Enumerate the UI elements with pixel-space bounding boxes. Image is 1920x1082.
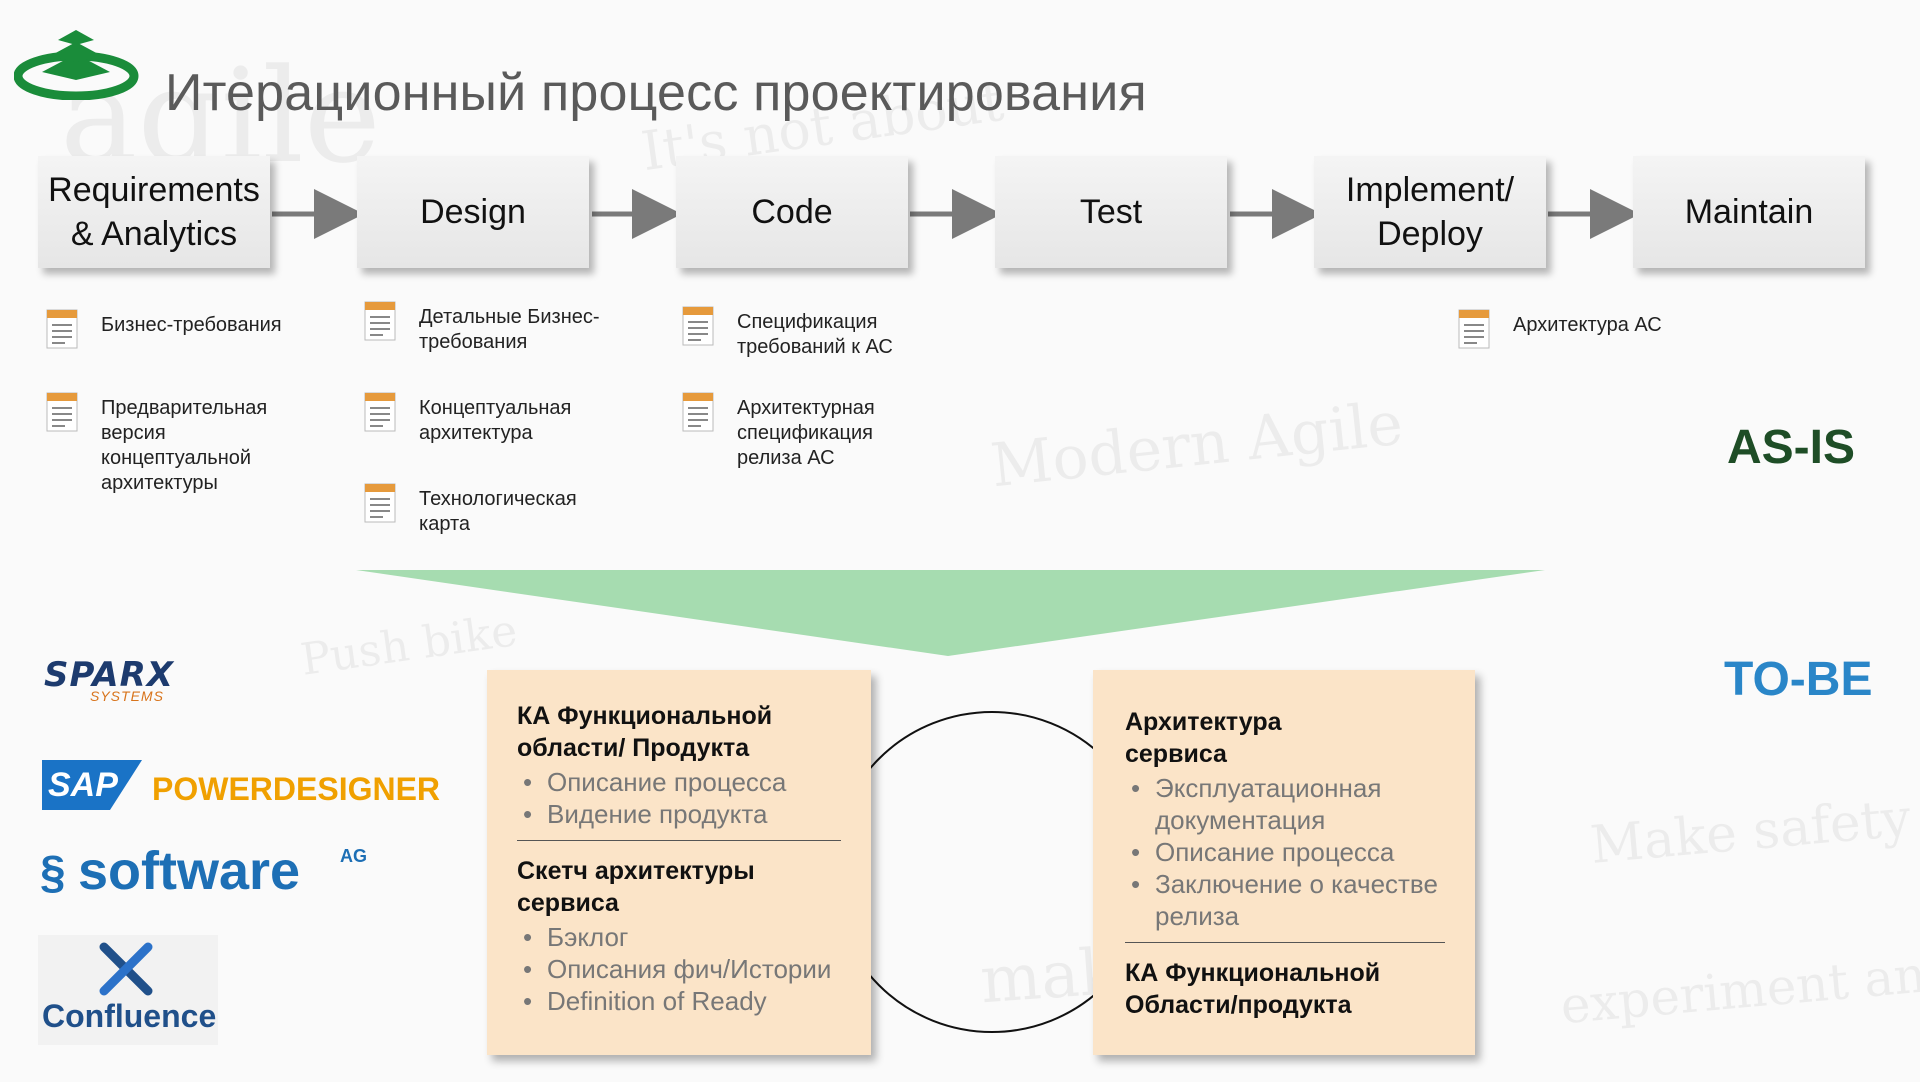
- document-icon: [1455, 307, 1493, 351]
- card-heading: КА Функциональной Области/продукта: [1125, 957, 1445, 1021]
- confluence-x-icon: [96, 939, 156, 999]
- stage-requirements: Requirements& Analytics: [38, 156, 270, 268]
- card-heading: Скетч архитектуры сервиса: [517, 855, 841, 919]
- artifact-requirements-spec: Спецификация требований к АС: [737, 310, 947, 360]
- software-ag-logo: § software AG: [40, 840, 380, 910]
- document-icon: [43, 390, 81, 434]
- background-sketch: Make safety a: [1588, 784, 1920, 876]
- document-icon: [679, 390, 717, 434]
- list-item: Definition of Ready: [517, 985, 841, 1017]
- list-item: Описание процесса: [517, 766, 841, 798]
- card-heading: Архитектура сервиса: [1125, 706, 1325, 770]
- list-item: Описание процесса: [1125, 836, 1445, 868]
- card-product-architecture: КА Функциональной области/ Продукта Опис…: [487, 670, 871, 1055]
- artifact-conceptual-architecture: Концептуальная архитектура: [419, 396, 619, 446]
- list-item: Бэклог: [517, 921, 841, 953]
- artifact-detailed-requirements: Детальные Бизнес-требования: [419, 305, 629, 355]
- document-icon: [43, 307, 81, 351]
- card-bullets: Бэклог Описания фич/Истории Definition o…: [517, 921, 841, 1017]
- artifact-system-architecture: Архитектура АС: [1513, 313, 1733, 338]
- stage-design: Design: [357, 156, 589, 268]
- document-icon: [361, 481, 399, 525]
- as-is-label: AS-IS: [1727, 420, 1855, 475]
- sap-powerdesigner-logo: SAP POWERDESIGNER: [42, 760, 442, 812]
- document-icon: [679, 304, 717, 348]
- background-sketch: experiment and: [1558, 943, 1920, 1036]
- stage-maintain: Maintain: [1633, 156, 1865, 268]
- to-be-label: TO-BE: [1724, 652, 1872, 707]
- card-divider: [1125, 942, 1445, 943]
- list-item: Заключение о качестве релиза: [1125, 868, 1445, 932]
- card-heading: КА Функциональной области/ Продукта: [517, 700, 841, 764]
- artifact-business-requirements: Бизнес-требования: [101, 313, 301, 338]
- list-item: Видение продукта: [517, 798, 841, 830]
- stage-implement-deploy: Implement/Deploy: [1314, 156, 1546, 268]
- card-bullets: Эксплуатационная документация Описание п…: [1125, 772, 1445, 932]
- artifact-release-architecture-spec: Архитектурная спецификация релиза АС: [737, 396, 917, 471]
- artifact-preliminary-concept: Предварительная версия концептуальной ар…: [101, 396, 301, 496]
- document-icon: [361, 390, 399, 434]
- sparx-systems-logo: SPARX SYSTEMS: [44, 658, 220, 708]
- artifact-technology-map: Технологическая карта: [419, 487, 609, 537]
- stacked-layers-logo: [14, 14, 140, 100]
- confluence-logo: Confluence: [38, 935, 218, 1045]
- card-bullets: Описание процесса Видение продукта: [517, 766, 841, 830]
- list-item: Описания фич/Истории: [517, 953, 841, 985]
- funnel-shape: [356, 570, 1545, 656]
- card-service-architecture: Архитектура сервиса Эксплуатационная док…: [1093, 670, 1475, 1055]
- background-sketch: Modern Agile: [987, 389, 1406, 502]
- list-item: Эксплуатационная документация: [1125, 772, 1445, 836]
- stage-code: Code: [676, 156, 908, 268]
- document-icon: [361, 299, 399, 343]
- stage-test: Test: [995, 156, 1227, 268]
- page-title: Итерационный процесс проектирования: [165, 63, 1147, 123]
- card-divider: [517, 840, 841, 841]
